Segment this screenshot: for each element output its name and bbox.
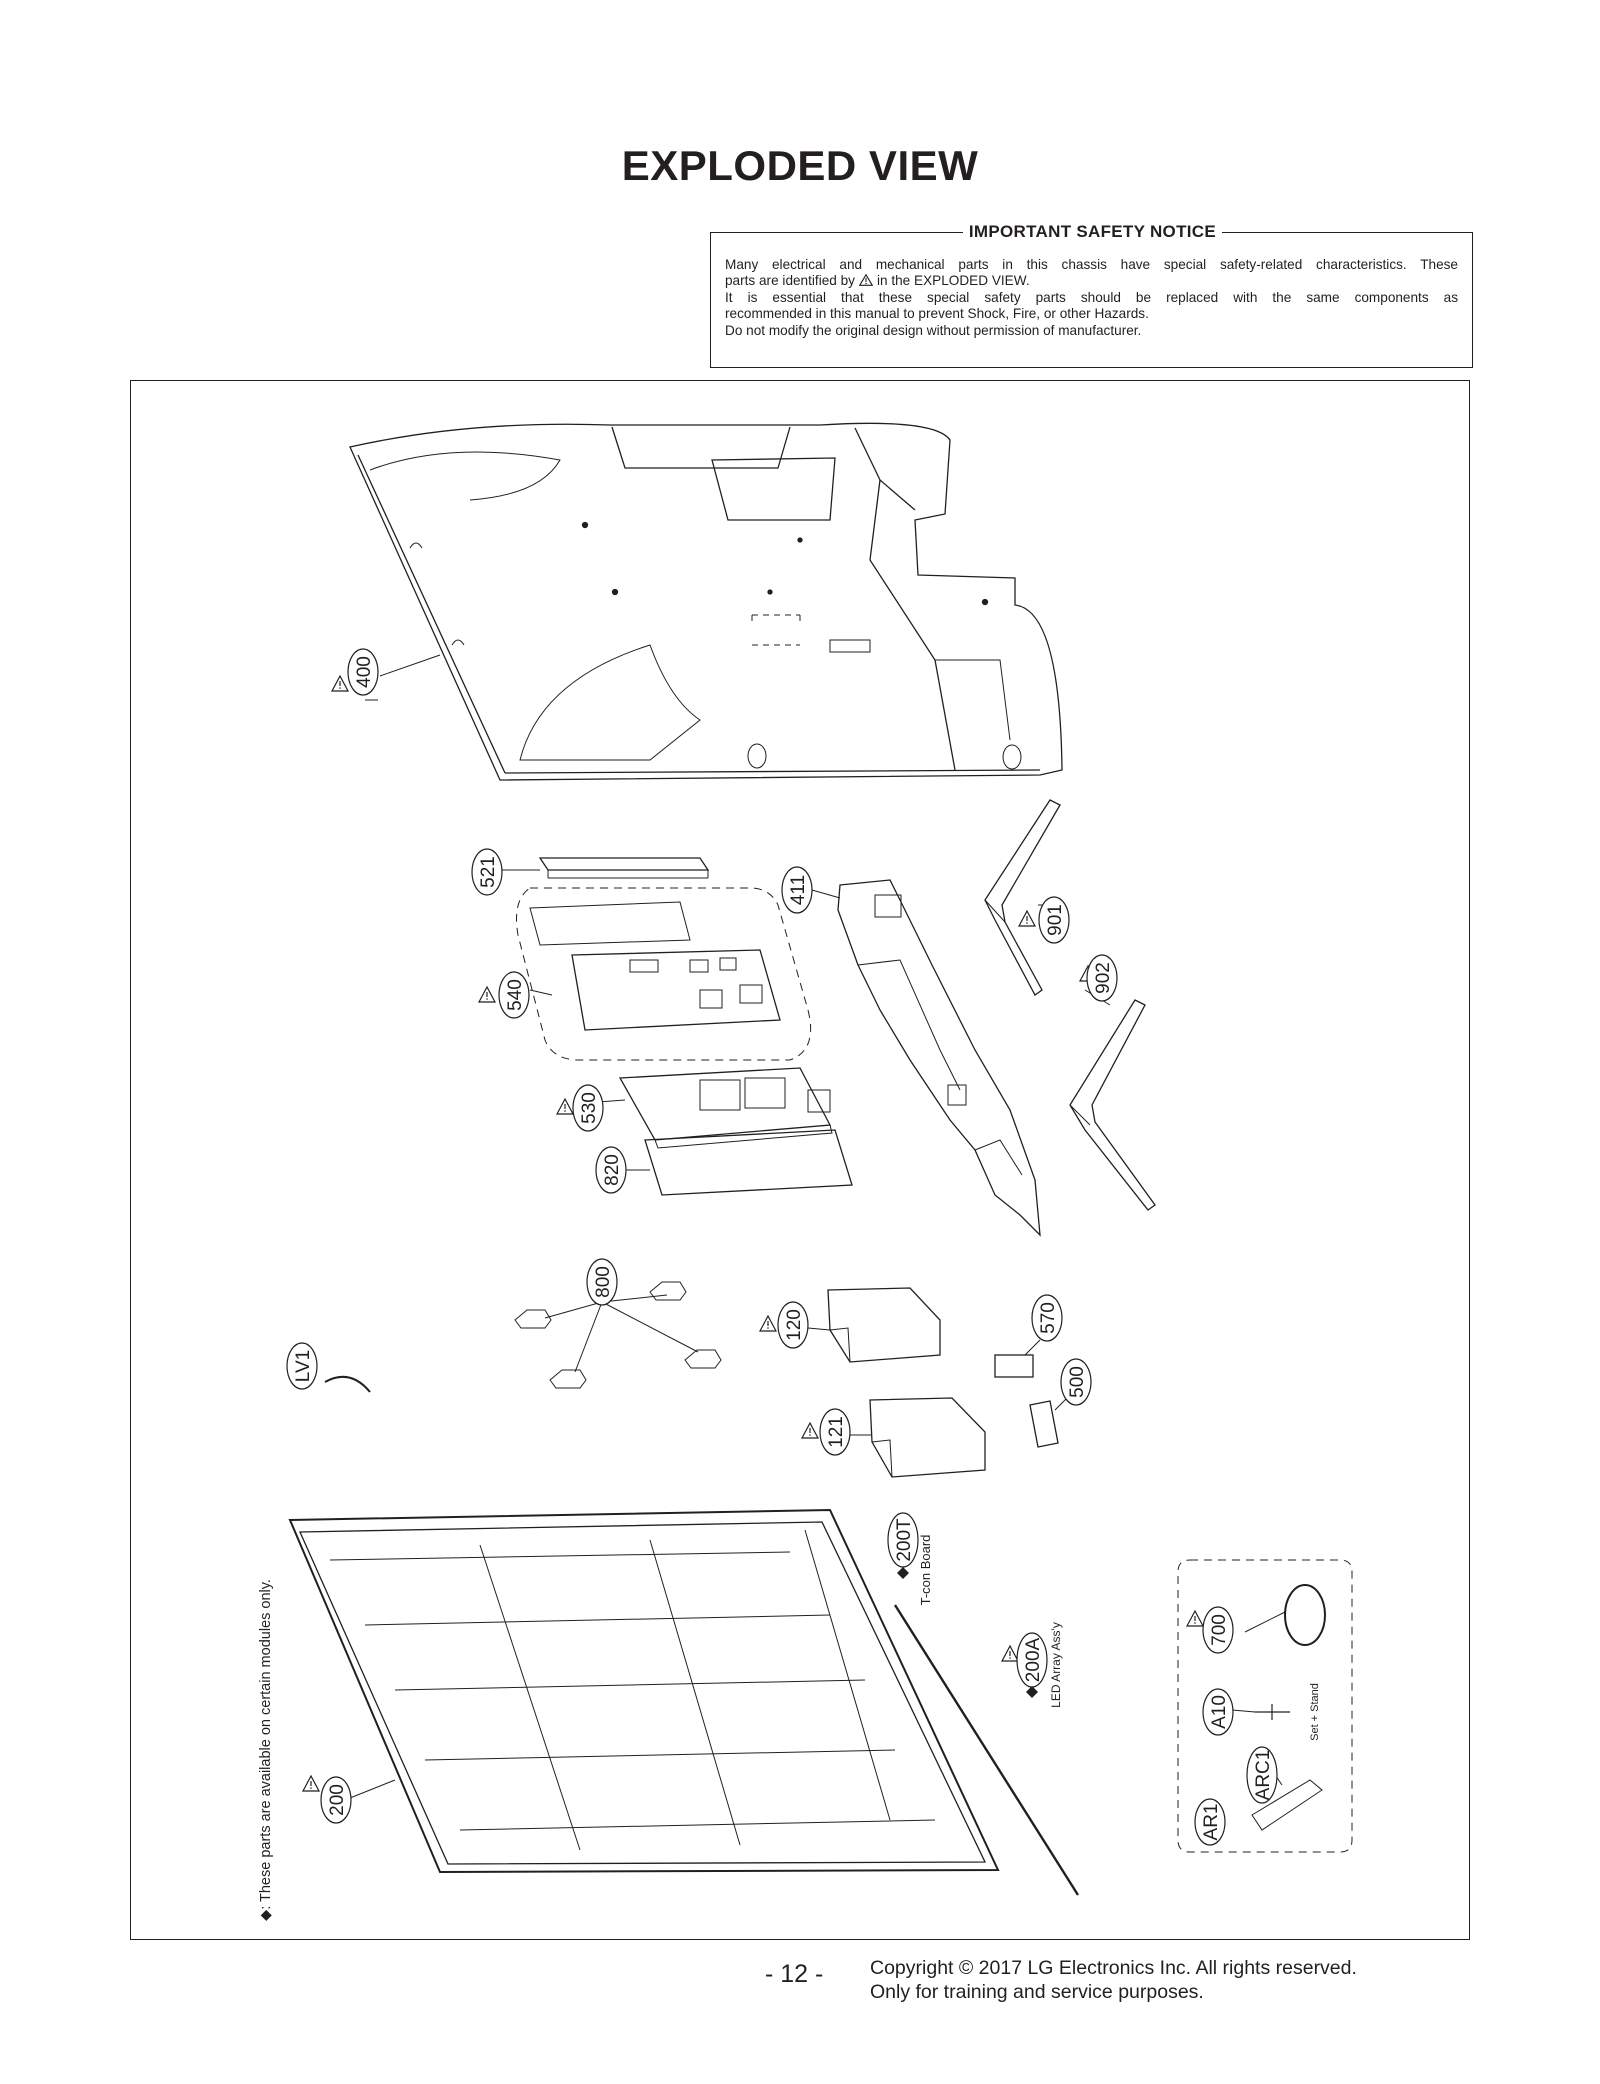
page-title: EXPLODED VIEW	[621, 142, 979, 189]
warning-triangle-icon	[759, 1315, 777, 1332]
notice-line-5: Do not modify the original design withou…	[725, 322, 1142, 338]
back-cover-part	[349, 422, 1063, 781]
callout-120: 120	[784, 1309, 805, 1341]
page-number: - 12 -	[765, 1960, 824, 1988]
callout-500: 500	[1067, 1366, 1088, 1398]
board-500-part	[1029, 1400, 1059, 1448]
insulator-sheet-820-part	[644, 1129, 853, 1196]
callout-ar1: AR1	[1201, 1804, 1222, 1841]
cable-lv1-part	[324, 1375, 371, 1393]
safety-notice-body: Many electrical and mechanical parts in …	[725, 257, 1458, 339]
safety-notice-box: IMPORTANT SAFETY NOTICE Many electrical …	[710, 222, 1473, 368]
warning-triangle-icon	[858, 274, 873, 287]
speaker-120-part	[827, 1287, 941, 1363]
warning-triangle-icon	[801, 1422, 819, 1439]
led-array-200a-part	[893, 1604, 1080, 1896]
warning-triangle-icon	[478, 986, 496, 1003]
speaker-121-part	[869, 1397, 986, 1478]
diamond-marker-icon	[1025, 1685, 1039, 1699]
warning-triangle-icon	[1186, 1610, 1204, 1627]
brackets-800-part	[514, 1281, 722, 1389]
exploded-view-frame	[130, 380, 1470, 1940]
display-module-200-part	[288, 1508, 1000, 1874]
stand-leg-901-part	[984, 799, 1061, 996]
callout-lv1: LV1	[293, 1350, 314, 1382]
callout-labels: 400 521 540 530 820 411 901 902 800 LV1 …	[286, 648, 1278, 1846]
notice-line-1: Many electrical and mechanical parts in …	[725, 257, 1458, 272]
bracket-411-part	[837, 879, 1041, 1237]
callout-a10: A10	[1209, 1695, 1230, 1729]
bracket-521-part	[538, 857, 710, 879]
callout-800: 800	[593, 1266, 614, 1298]
callout-200t: 200T	[894, 1518, 915, 1562]
power-board-530-part	[618, 1067, 833, 1149]
callout-901: 901	[1045, 904, 1066, 936]
callout-121: 121	[826, 1416, 847, 1448]
warning-triangle-icon	[1001, 1645, 1019, 1662]
warning-triangle-icon	[556, 1098, 574, 1115]
callout-530: 530	[579, 1092, 600, 1124]
set-stand-label: Set + Stand	[1309, 1683, 1321, 1741]
callout-902: 902	[1093, 962, 1114, 994]
copyright-notice: Copyright © 2017 LG Electronics Inc. All…	[870, 1956, 1357, 2004]
safety-notice-title: IMPORTANT SAFETY NOTICE	[962, 222, 1222, 242]
callout-820: 820	[602, 1154, 623, 1186]
side-note: ◆: These parts are available on certain …	[258, 1579, 274, 1921]
warning-triangle-icon	[302, 1775, 320, 1792]
main-board-540-part	[516, 887, 812, 1061]
callout-700: 700	[1209, 1614, 1230, 1646]
callout-400: 400	[354, 656, 375, 688]
diamond-marker-icon	[896, 1566, 910, 1580]
led-array-label: LED Array Ass'y	[1049, 1622, 1063, 1708]
copyright-line-1: Copyright © 2017 LG Electronics Inc. All…	[870, 1957, 1357, 1979]
tcon-board-label: T-con Board	[918, 1535, 933, 1606]
callout-570: 570	[1038, 1302, 1059, 1334]
board-570-part	[994, 1354, 1034, 1378]
callout-411: 411	[788, 875, 809, 905]
accessory-box	[1177, 1559, 1353, 1853]
warning-triangle-icon	[1018, 910, 1036, 927]
callout-540: 540	[505, 979, 526, 1011]
notice-line-4: recommended in this manual to prevent Sh…	[725, 306, 1149, 322]
notice-line-3: It is essential that these special safet…	[725, 289, 1458, 305]
leader-lines	[344, 654, 1286, 1801]
callout-200a: 200A	[1023, 1637, 1044, 1682]
callout-200: 200	[327, 1784, 348, 1816]
copyright-line-2: Only for training and service purposes.	[870, 1981, 1204, 2003]
text-labels: T-con Board LED Array Ass'y Set + Stand …	[258, 1535, 1321, 1921]
stand-leg-902-part	[1069, 999, 1156, 1211]
warning-triangle-icon	[331, 675, 349, 692]
callout-521: 521	[478, 856, 499, 888]
callout-arc1: ARC1	[1253, 1750, 1274, 1801]
